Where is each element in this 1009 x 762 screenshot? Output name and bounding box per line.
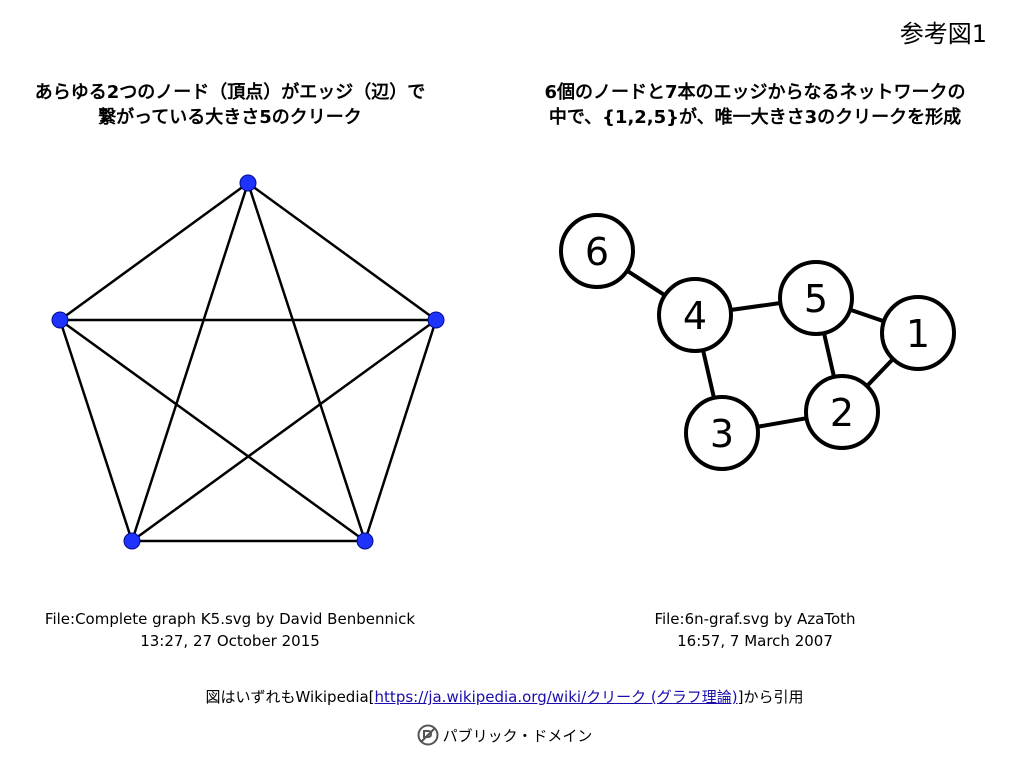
k5-heading-line2: 繋がっている大きさ5のクリーク bbox=[98, 107, 362, 128]
k5-credit-date: 13:27, 27 October 2015 bbox=[140, 632, 320, 650]
network-node-label: 4 bbox=[683, 294, 707, 338]
source-suffix: ]から引用 bbox=[737, 688, 804, 706]
k5-credit-file: File:Complete graph K5.svg by David Benb… bbox=[44, 610, 416, 628]
network-nodes: 1 2 3 4 5 6 bbox=[559, 213, 956, 471]
k5-edge bbox=[59, 318, 366, 543]
k5-node bbox=[123, 532, 141, 550]
network-node bbox=[657, 277, 733, 353]
k5-edge bbox=[363, 319, 438, 542]
network-node-label: 5 bbox=[804, 277, 828, 321]
network-node-label: 2 bbox=[830, 391, 854, 435]
network-heading: 6個のノードと7本のエッジからなるネットワークの 中で、{1,2,5}が、唯一大… bbox=[520, 80, 990, 130]
k5-edge bbox=[130, 182, 250, 542]
slide-title: 参考図1 bbox=[899, 20, 987, 48]
network-node bbox=[804, 374, 880, 450]
k5-node bbox=[51, 311, 69, 329]
k5-heading: あらゆる2つのノード（頂点）がエッジ（辺）で 繋がっている大きさ5のクリーク bbox=[20, 80, 440, 130]
k5-credit: File:Complete graph K5.svg by David Benb… bbox=[20, 608, 440, 652]
network-heading-line2: 中で、{1,2,5}が、唯一大きさ3のクリークを形成 bbox=[548, 107, 962, 128]
network-node bbox=[559, 213, 635, 289]
network-node-label: 6 bbox=[585, 230, 609, 274]
k5-edge bbox=[58, 319, 134, 542]
k5-node bbox=[239, 174, 257, 192]
public-domain-label: パブリック・ドメイン bbox=[442, 726, 593, 745]
network-credit: File:6n-graf.svg by AzaToth 16:57, 7 Mar… bbox=[560, 608, 950, 652]
source-prefix: 図はいずれもWikipedia[ bbox=[205, 688, 375, 706]
network-heading-line1: 6個のノードと7本のエッジからなるネットワークの bbox=[544, 82, 966, 103]
k5-edges bbox=[58, 181, 438, 543]
k5-edge bbox=[59, 181, 249, 322]
network-node bbox=[880, 295, 956, 371]
network-node bbox=[778, 260, 854, 336]
network-credit-date: 16:57, 7 March 2007 bbox=[677, 632, 833, 650]
k5-node bbox=[356, 532, 374, 550]
source-note: 図はいずれもWikipedia[https://ja.wikipedia.org… bbox=[0, 686, 1009, 707]
network-credit-file: File:6n-graf.svg by AzaToth bbox=[654, 610, 856, 628]
network-node bbox=[684, 395, 760, 471]
public-domain-row: パブリック・ドメイン bbox=[0, 724, 1009, 750]
k5-edge bbox=[131, 318, 437, 543]
network-node-label: 1 bbox=[906, 312, 930, 356]
k5-edge bbox=[247, 181, 437, 322]
public-domain-icon bbox=[417, 724, 439, 746]
network-node-label: 3 bbox=[710, 412, 734, 456]
wikipedia-source-link[interactable]: https://ja.wikipedia.org/wiki/クリーク (グラフ理… bbox=[374, 688, 738, 706]
k5-node bbox=[427, 311, 445, 329]
k5-nodes bbox=[51, 174, 445, 550]
k5-heading-line1: あらゆる2つのノード（頂点）がエッジ（辺）で bbox=[34, 82, 426, 103]
k5-edge bbox=[246, 182, 367, 542]
